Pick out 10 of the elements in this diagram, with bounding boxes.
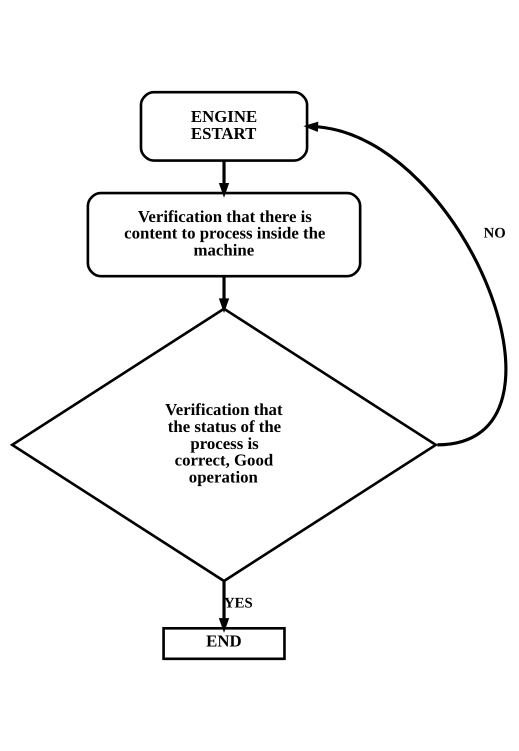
arrow: [303, 122, 508, 446]
node-box: END: [162, 627, 286, 660]
node-diamond: Verification that the status of the process is correct, Good operation: [10, 307, 438, 583]
edge-label: YES: [224, 595, 253, 612]
arrow: [218, 581, 230, 633]
node-box: ENGINE ESTART: [140, 90, 308, 162]
arrow: [218, 160, 230, 198]
edge-label: NO: [484, 225, 506, 242]
node-box: Verification that there is content to process inside the machine: [86, 192, 362, 278]
arrow: [218, 276, 230, 314]
